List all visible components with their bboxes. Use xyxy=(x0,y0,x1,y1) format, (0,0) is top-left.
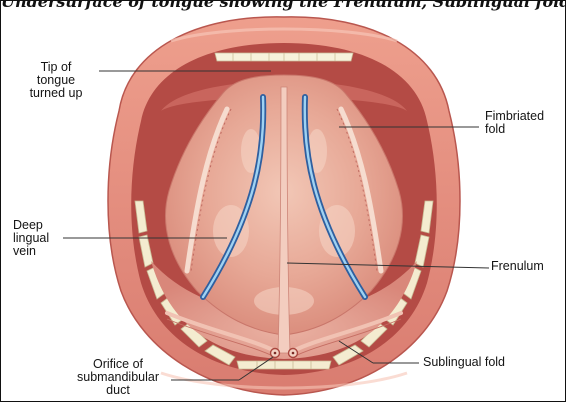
label-orifice-submandibular-duct: Orifice of submandibular duct xyxy=(61,358,175,397)
upper-teeth xyxy=(215,53,353,61)
label-sublingual-fold: Sublingual fold xyxy=(423,356,505,369)
label-tip-of-tongue: Tip of tongue turned up xyxy=(11,61,101,100)
label-fimbriated-fold: Fimbriated fold xyxy=(485,110,544,136)
lower-front-teeth xyxy=(237,361,331,369)
label-deep-lingual-vein: Deep lingual vein xyxy=(13,219,49,258)
diagram-title: Undersurface of tongue showing the Frenu… xyxy=(1,0,566,11)
label-frenulum: Frenulum xyxy=(491,260,544,273)
